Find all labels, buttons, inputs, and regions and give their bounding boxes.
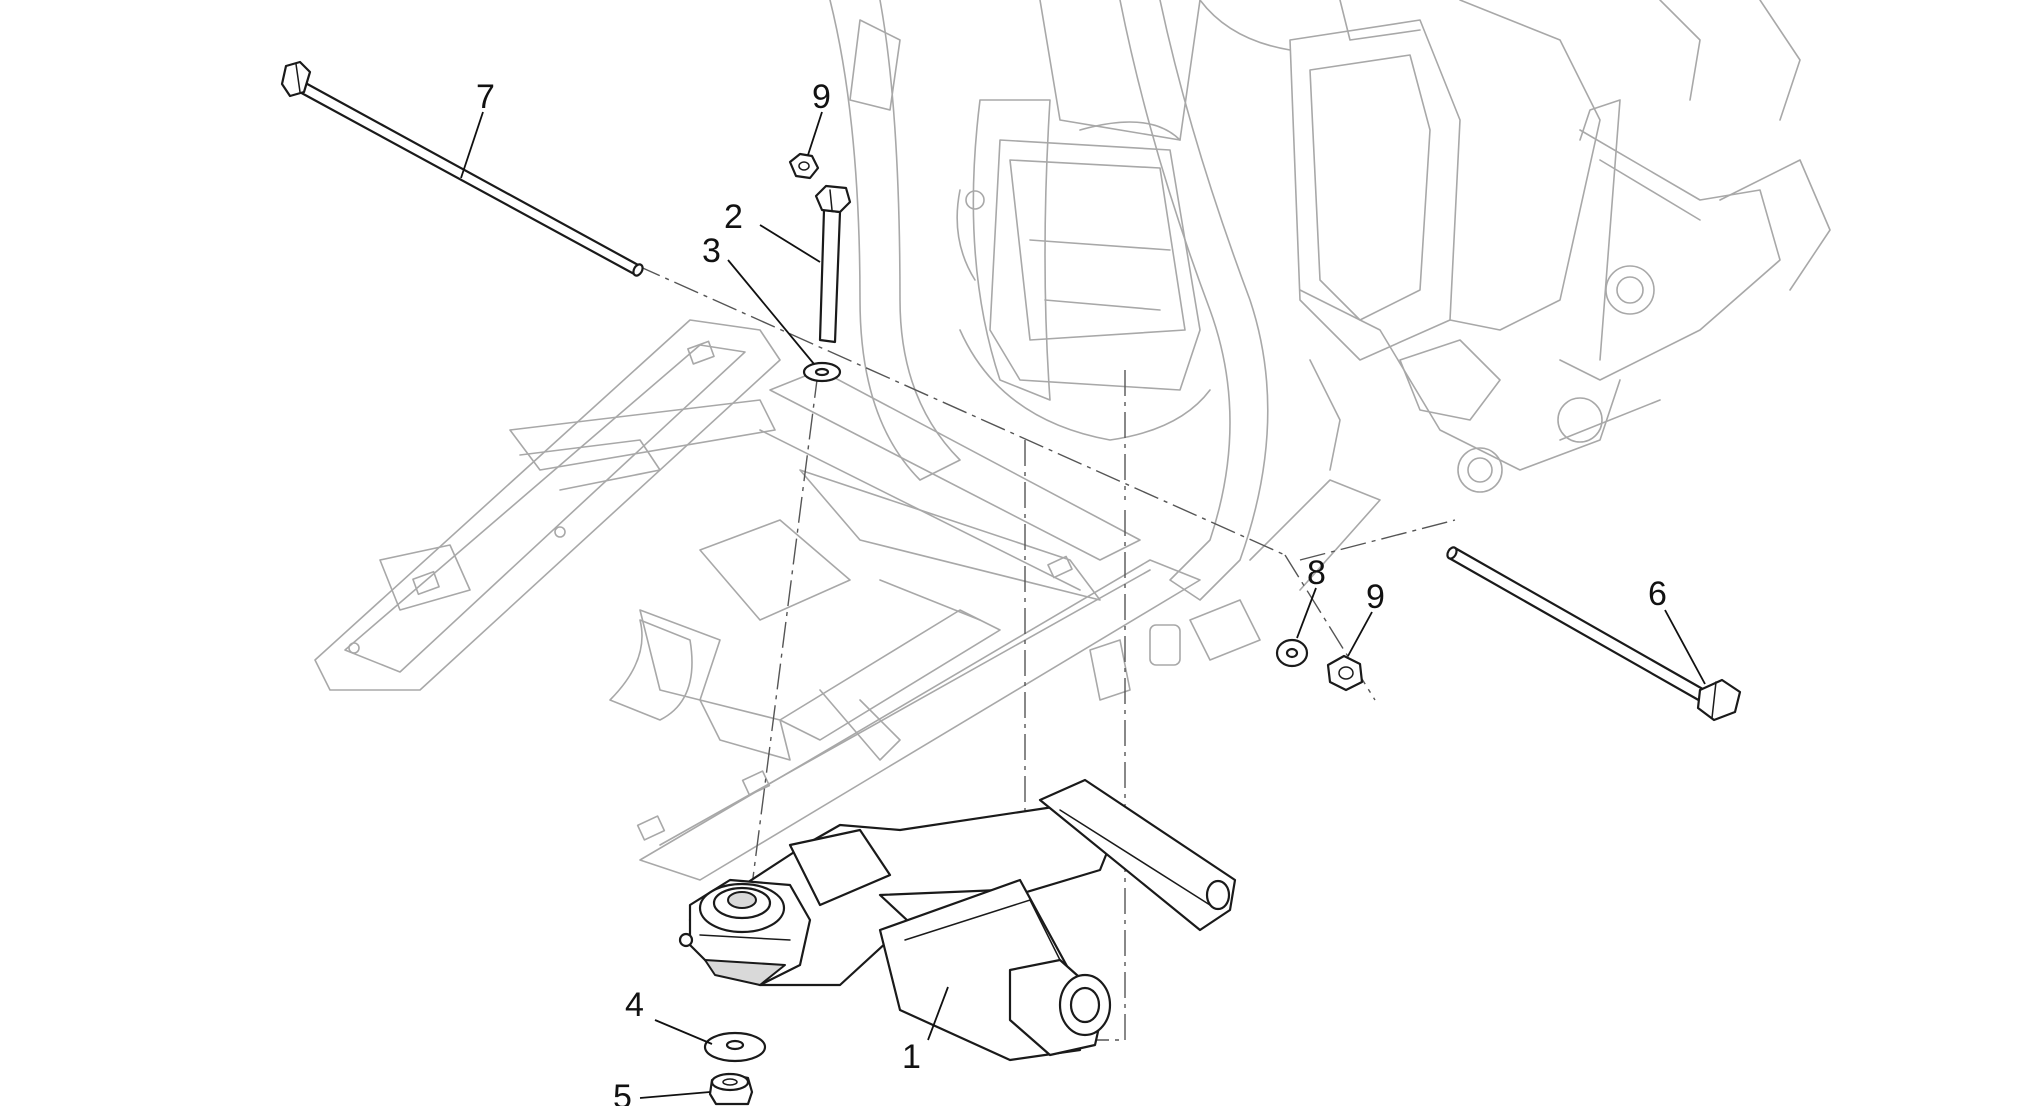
callout-numbers: 1 2 3 4 5 6 7 8 9 9	[476, 78, 1667, 1106]
leader-4	[654, 1019, 713, 1045]
leader-6	[1664, 609, 1706, 685]
callout-2: 2	[724, 198, 743, 236]
swingarm-part-1	[678, 778, 1237, 1062]
vehicle-frame-outline	[314, 0, 1831, 881]
callout-6: 6	[1648, 575, 1667, 613]
nut-part-5	[708, 1072, 754, 1106]
callout-9a: 9	[812, 78, 831, 116]
callout-1: 1	[902, 1038, 921, 1076]
callout-5: 5	[613, 1078, 632, 1106]
callout-4: 4	[625, 986, 644, 1024]
callout-7: 7	[476, 78, 495, 116]
leader-9b	[1347, 611, 1373, 657]
washer-part-8	[1275, 638, 1309, 668]
bolt-part-2	[814, 184, 852, 344]
callout-9b: 9	[1366, 578, 1385, 616]
long-bolt-part-7	[280, 60, 644, 277]
leader-3	[727, 259, 815, 365]
leader-lines	[460, 111, 1706, 1099]
leader-2	[759, 224, 821, 263]
long-bolt-part-6	[1446, 546, 1742, 722]
leader-5	[639, 1091, 711, 1099]
nut-part-9-right	[1326, 654, 1364, 692]
callout-8: 8	[1307, 554, 1326, 592]
leader-9a	[807, 111, 823, 156]
leader-1	[927, 986, 949, 1041]
callout-3: 3	[702, 232, 721, 270]
leader-7	[460, 111, 484, 179]
washer-part-3	[802, 361, 842, 383]
leader-8	[1296, 587, 1317, 639]
nut-part-9-top	[788, 152, 820, 180]
washer-part-4	[703, 1031, 767, 1063]
